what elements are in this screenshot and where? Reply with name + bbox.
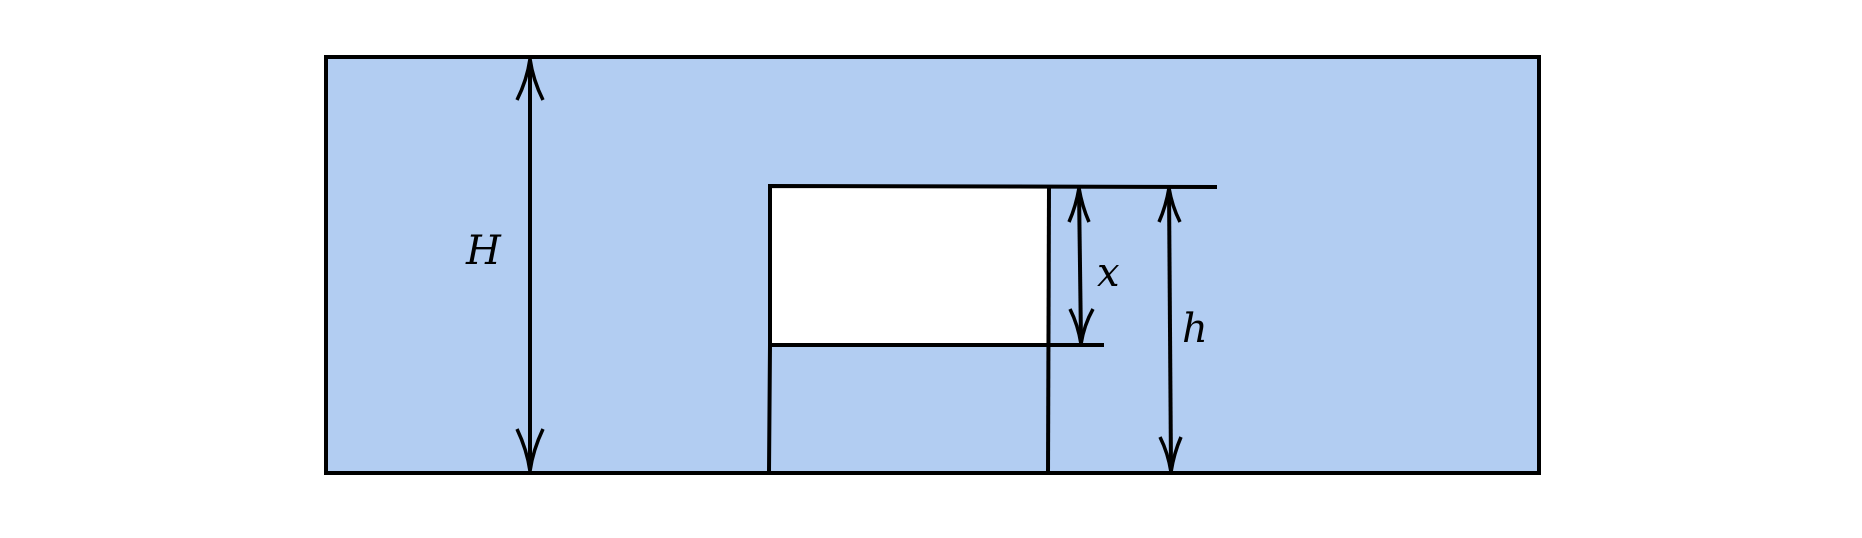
label-H: H (465, 228, 502, 274)
cavity-right-wall (1046, 185, 1051, 474)
cavity (769, 186, 1048, 345)
height-h-arrow (1157, 187, 1183, 473)
label-x: x (1097, 250, 1120, 296)
label-h: h (1182, 306, 1208, 352)
gap-x-arrow (1067, 187, 1095, 345)
cavity-outline (767, 183, 1218, 474)
height-H-arrow (515, 58, 545, 472)
